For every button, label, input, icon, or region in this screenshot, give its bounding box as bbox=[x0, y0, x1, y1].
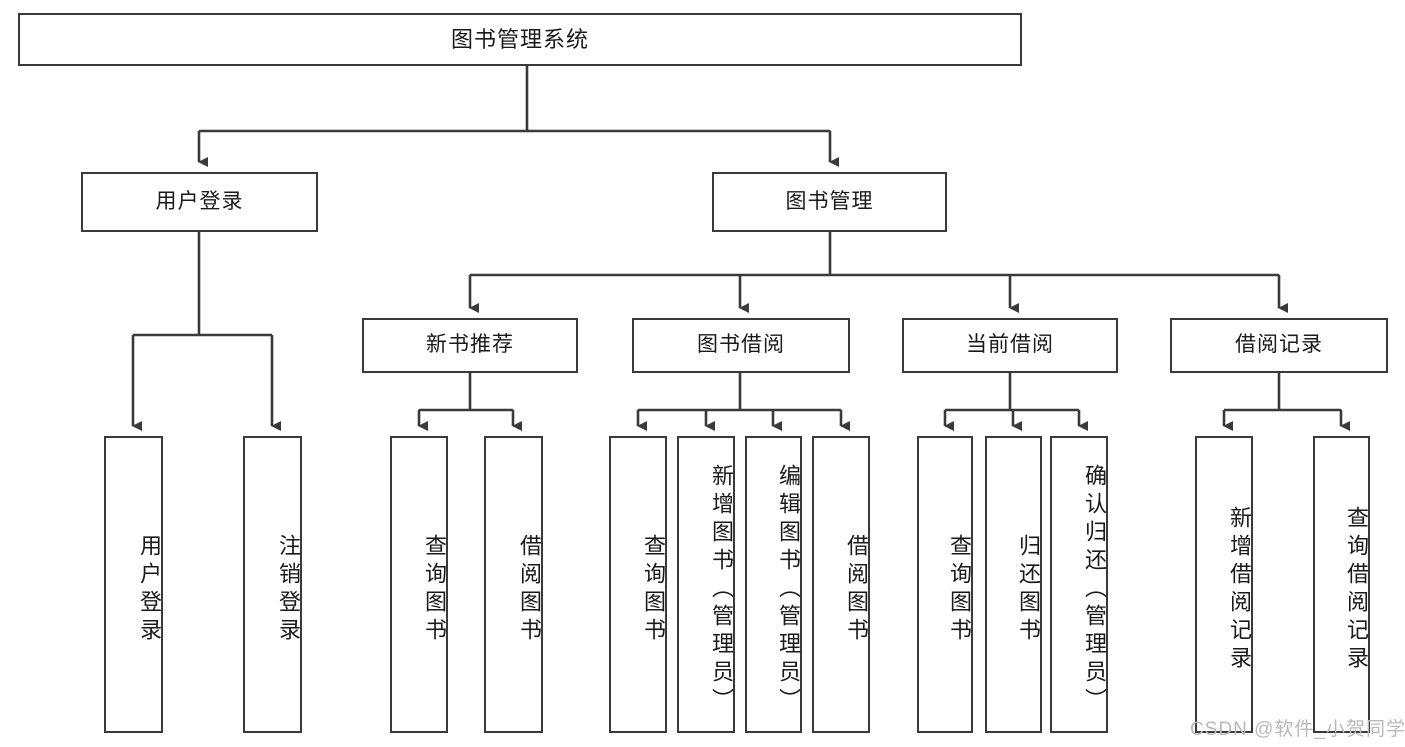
node-leaf-add-record[interactable]: 新增借阅记录 bbox=[1195, 436, 1253, 733]
node-borrow-record-label: 借阅记录 bbox=[1235, 333, 1323, 357]
watermark: CSDN @软件_小贺同学 bbox=[1190, 719, 1405, 740]
node-current-borrow-label: 当前借阅 bbox=[966, 333, 1054, 357]
node-leaf-confirm-return[interactable]: 确认归还（管理员） bbox=[1050, 436, 1108, 733]
node-leaf-borrow-book-2-label: 借阅图书 bbox=[844, 533, 869, 646]
node-leaf-query-book-3[interactable]: 查询图书 bbox=[917, 436, 973, 733]
node-leaf-user-login[interactable]: 用户登录 bbox=[104, 436, 163, 733]
node-leaf-query-record-label: 查询借阅记录 bbox=[1344, 505, 1369, 674]
node-leaf-user-login-label: 用户登录 bbox=[137, 533, 162, 646]
node-new-book-rec-label: 新书推荐 bbox=[426, 333, 514, 357]
node-leaf-confirm-return-label: 确认归还（管理员） bbox=[1082, 463, 1107, 716]
node-leaf-query-book-2[interactable]: 查询图书 bbox=[609, 436, 667, 733]
node-leaf-borrow-book-1[interactable]: 借阅图书 bbox=[484, 436, 543, 733]
node-root[interactable]: 图书管理系统 bbox=[18, 13, 1022, 66]
node-leaf-add-book[interactable]: 新增图书（管理员） bbox=[677, 436, 735, 733]
node-leaf-query-record[interactable]: 查询借阅记录 bbox=[1313, 436, 1370, 733]
node-user-login[interactable]: 用户登录 bbox=[81, 172, 318, 232]
node-leaf-user-logout[interactable]: 注销登录 bbox=[243, 436, 302, 733]
node-leaf-query-book-1[interactable]: 查询图书 bbox=[390, 436, 448, 733]
node-leaf-add-book-label: 新增图书（管理员） bbox=[709, 463, 734, 716]
node-borrow-record[interactable]: 借阅记录 bbox=[1170, 318, 1388, 373]
node-leaf-add-record-label: 新增借阅记录 bbox=[1227, 505, 1252, 674]
node-book-manage-label: 图书管理 bbox=[785, 189, 874, 213]
node-leaf-return-book-label: 归还图书 bbox=[1016, 533, 1041, 646]
node-new-book-rec[interactable]: 新书推荐 bbox=[362, 318, 578, 373]
node-leaf-edit-book[interactable]: 编辑图书（管理员） bbox=[745, 436, 802, 733]
node-leaf-query-book-1-label: 查询图书 bbox=[422, 533, 447, 646]
node-leaf-borrow-book-1-label: 借阅图书 bbox=[517, 533, 542, 646]
node-book-borrow[interactable]: 图书借阅 bbox=[632, 318, 850, 373]
node-leaf-query-book-2-label: 查询图书 bbox=[641, 533, 666, 646]
node-root-label: 图书管理系统 bbox=[450, 26, 589, 52]
node-leaf-edit-book-label: 编辑图书（管理员） bbox=[776, 463, 801, 716]
node-current-borrow[interactable]: 当前借阅 bbox=[902, 318, 1118, 373]
node-leaf-user-logout-label: 注销登录 bbox=[276, 533, 301, 646]
node-leaf-borrow-book-2[interactable]: 借阅图书 bbox=[812, 436, 870, 733]
node-book-borrow-label: 图书借阅 bbox=[697, 333, 785, 357]
node-leaf-query-book-3-label: 查询图书 bbox=[947, 533, 972, 646]
node-book-manage[interactable]: 图书管理 bbox=[712, 172, 947, 232]
node-user-login-label: 用户登录 bbox=[155, 189, 244, 213]
node-leaf-return-book[interactable]: 归还图书 bbox=[985, 436, 1042, 733]
